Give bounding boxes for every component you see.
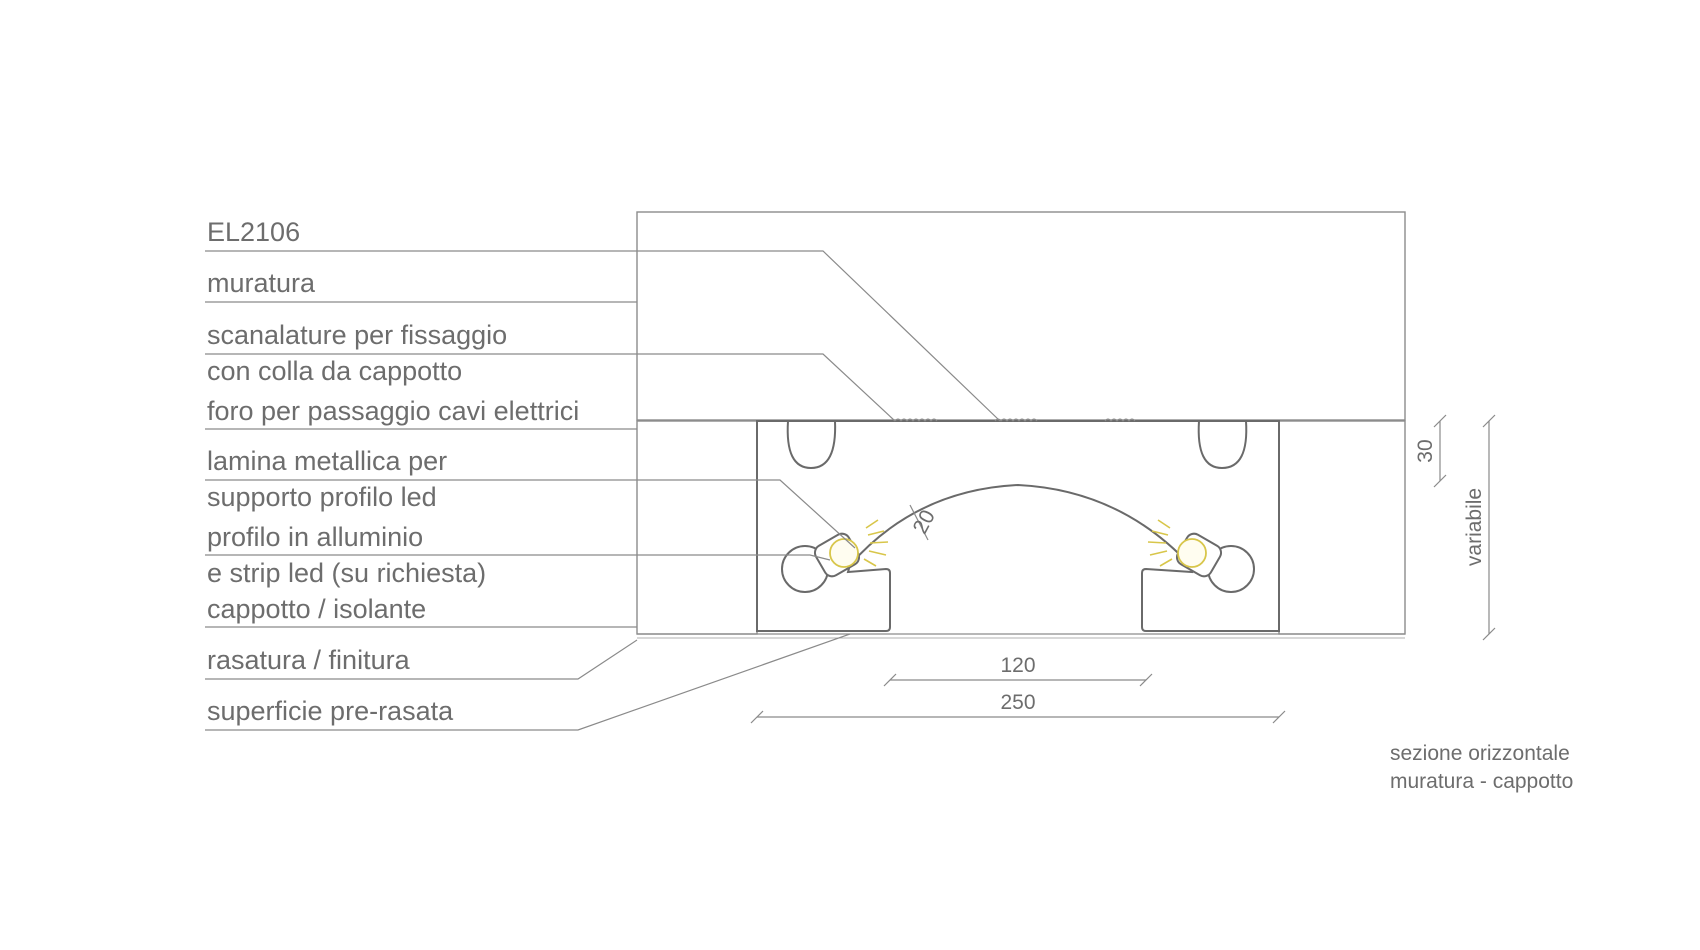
dimension-overall-value: 250 [1000,691,1035,714]
dimension-depth-value: 30 [1414,439,1437,462]
label-pre-skimmed-surface: superficie pre-rasata [207,696,454,726]
fixing-grooves [894,418,1136,422]
label-product-code: EL2106 [207,217,300,247]
dimension-variable-label: variabile [1463,488,1486,566]
dimension-depth: 30 [1414,414,1447,488]
label-finishing: rasatura / finitura [207,645,411,675]
dimension-radius: 20 [909,504,940,541]
label-aluminium-line1: profilo in alluminio [207,522,423,552]
label-cable-hole: foro per passaggio cavi elettrici [207,396,579,426]
label-aluminium-line2: e strip led (su richiesta) [207,558,486,588]
cable-hole-left [786,420,837,470]
dimension-overall: 250 [750,691,1286,724]
aluminium-profile [756,420,1280,632]
caption-line1: sezione orizzontale [1390,742,1570,765]
insulation-left [636,420,758,635]
label-metal-plate-line2: supporto profilo led [207,482,437,512]
label-grooves-line1: scanalature per fissaggio [207,320,507,350]
cable-hole-right [1197,420,1248,470]
label-masonry: muratura [207,268,316,298]
dimension-opening-value: 120 [1000,654,1035,677]
led-profile-right [1147,519,1223,578]
dimension-variable: variabile [1463,414,1496,641]
caption-line2: muratura - cappotto [1390,770,1573,793]
label-grooves-line2: con colla da cappotto [207,356,462,386]
insulation-right [1278,420,1406,635]
label-metal-plate-line1: lamina metallica per [207,446,447,476]
led-profile-left [813,519,889,578]
leader-lines [205,250,1001,731]
label-insulation: cappotto / isolante [207,594,426,624]
dimension-opening: 120 [883,654,1153,687]
masonry-layer [636,211,1406,421]
